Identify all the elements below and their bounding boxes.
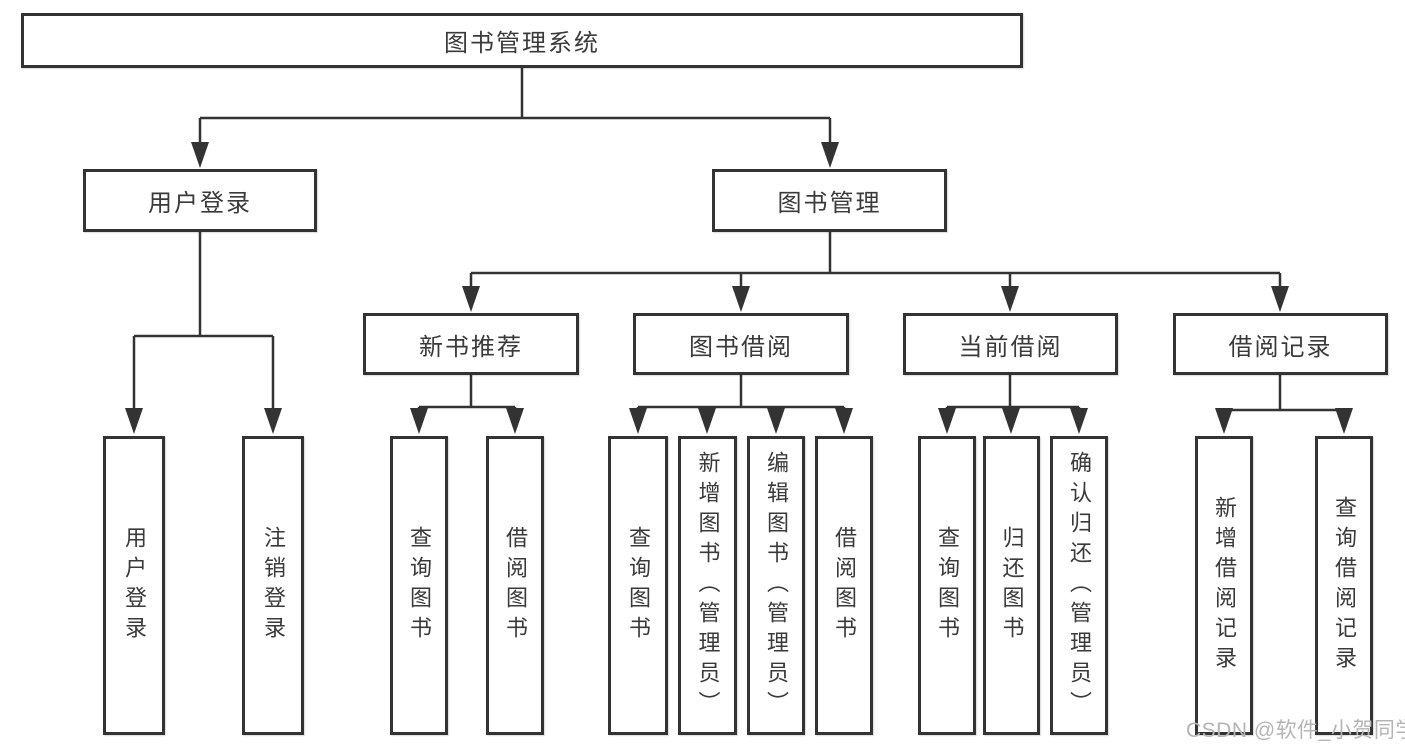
- node-current-borrowing: 当前借阅: [903, 313, 1118, 375]
- node-book-management: 图书管理: [712, 169, 947, 232]
- leaf-records-add-borrow-record: 新增借阅记录: [1195, 436, 1253, 735]
- leaf-newbooks-query-books: 查询图书: [390, 436, 448, 735]
- leaf-newbooks-borrow-books: 借阅图书: [486, 436, 544, 735]
- leaf-user-login: 用户登录: [103, 436, 165, 735]
- leaf-borrowing-query-books: 查询图书: [608, 436, 668, 735]
- node-new-book-recommendation: 新书推荐: [363, 313, 579, 375]
- node-book-borrowing: 图书借阅: [633, 313, 849, 375]
- leaf-borrowing-add-books-admin: 新增图书（管理员）: [678, 436, 737, 735]
- node-library-management-system: 图书管理系统: [21, 13, 1023, 68]
- leaf-current-query-books: 查询图书: [918, 436, 976, 735]
- node-borrowing-records: 借阅记录: [1173, 313, 1388, 375]
- leaf-current-return-books: 归还图书: [983, 436, 1040, 735]
- leaf-current-confirm-return-admin: 确认归还（管理员）: [1050, 436, 1108, 735]
- arrowhead-icons: [125, 142, 1353, 434]
- leaf-borrowing-edit-books-admin: 编辑图书（管理员）: [747, 436, 805, 735]
- csdn-watermark: CSDN @软件_小贺同学: [1186, 719, 1405, 742]
- leaf-borrowing-borrow-books: 借阅图书: [815, 436, 873, 735]
- leaf-records-query-borrow-record: 查询借阅记录: [1315, 436, 1373, 735]
- node-user-login: 用户登录: [83, 169, 317, 232]
- leaf-logout: 注销登录: [242, 436, 304, 735]
